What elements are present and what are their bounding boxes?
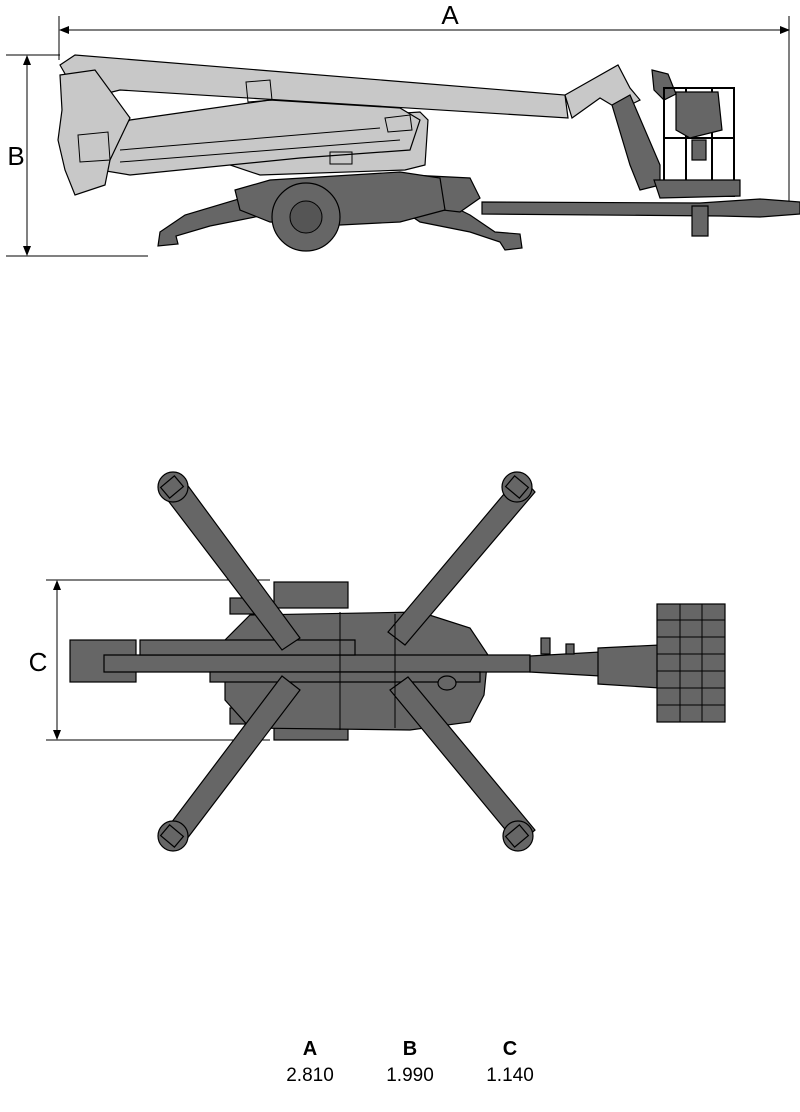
dimension-a-label: A (441, 0, 459, 30)
side-tow-bar (481, 198, 800, 237)
spec-table: A 2.810 B 1.990 C 1.140 (270, 1036, 550, 1090)
top-tow-bar (529, 651, 601, 677)
top-boom-details (339, 612, 396, 730)
spec-column-a: A 2.810 (270, 1036, 350, 1090)
top-boom-upper-plate (139, 639, 356, 656)
top-tow-tab-2 (565, 643, 575, 655)
top-basket (656, 603, 726, 723)
side-jib-arm (611, 94, 661, 191)
dimension-b-label: B (7, 141, 24, 171)
spec-key: C (502, 1038, 518, 1060)
dimension-c-label: C (29, 647, 48, 677)
top-wheel-left (273, 581, 349, 609)
top-boom-lower-plate (209, 671, 481, 683)
spec-value: 1.990 (386, 1065, 434, 1086)
spec-value: 2.810 (286, 1065, 334, 1086)
top-main-boom (103, 654, 531, 673)
dimension-a: A (58, 0, 790, 215)
side-boom-pivot (57, 69, 131, 196)
side-basket (651, 69, 741, 199)
spec-key: A (302, 1038, 318, 1060)
top-hatch (437, 675, 457, 691)
side-view: A B (6, 0, 800, 257)
dimension-b: B (6, 54, 148, 257)
spec-column-b: B 1.990 (370, 1036, 450, 1090)
spec-key: B (402, 1038, 418, 1060)
top-view: C (29, 471, 726, 852)
spec-column-c: C 1.140 (470, 1036, 550, 1090)
spec-value: 1.140 (486, 1065, 534, 1086)
top-outriggers (157, 471, 536, 852)
side-wheel (271, 182, 341, 252)
top-tow-tab-1 (540, 637, 551, 655)
side-boom-details (77, 79, 413, 165)
side-lower-boom (99, 99, 421, 176)
dimension-c: C (29, 579, 270, 741)
